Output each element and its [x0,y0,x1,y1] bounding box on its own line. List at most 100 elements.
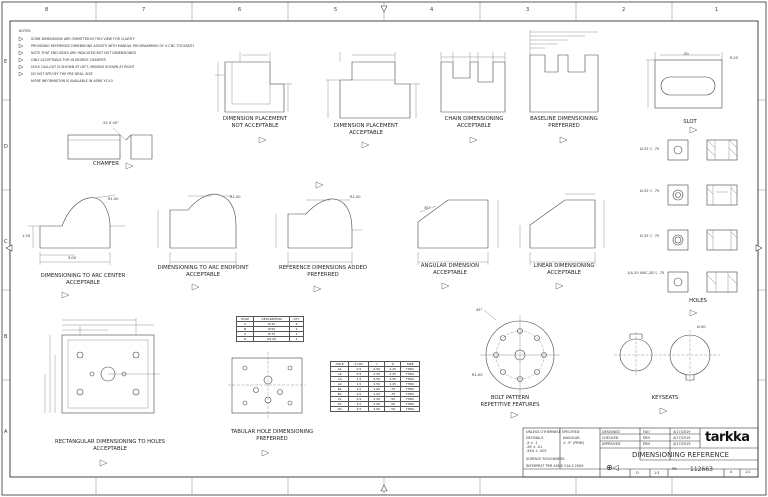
caption-slot: SLOT [683,119,697,125]
tb-designed: DESIGNED [602,430,620,434]
dim-arc-r2: R1.00 [230,195,241,199]
dim-slot-width: .50 [683,52,689,56]
tb-designed-by: FAO [643,430,650,434]
dim-keyseat: Ø.50 [697,325,706,329]
tb-approved: APPROVED [602,442,621,446]
zone-number-5: 5 [334,7,338,13]
note-item-4: ONLY ACCEPTABLE FOR IN DEGREE CHAMFER [31,58,106,62]
placement-good-part [326,52,420,119]
dim-length: 3.00 [68,256,77,260]
tb-approved-by: ERH [643,442,651,446]
angular-part [417,199,499,265]
dim-bolt-radius: R1.00 [472,373,483,377]
tabular-plate [228,352,306,418]
zone-number-2: 2 [622,7,626,13]
tb-interpret: INTERPRET PER ASME Y14.5 2009 [526,464,584,468]
caption-flags [61,126,698,467]
tb-approved-date: 4/17/2019 [673,442,691,446]
dim-angle: 30° [424,206,431,210]
dim-bolt-angle: 45° [476,308,483,312]
note-item-3: NOTE THAT END-SIDES ARE INDICATED BUT NO… [31,51,136,55]
tb-checked-date: 4/17/2019 [673,436,691,440]
tarkka-logo: tarkka [705,430,750,445]
zone-letter-e: E [4,59,8,65]
caption-holes: HOLES [689,298,707,304]
dim-hole-1: Ø.25 ▽ .75 [640,147,660,151]
rect-holes-plate [44,318,160,414]
dim-hole-3: Ø.25 ▽ .75 [640,234,660,238]
tb-checked-by: ERH [643,436,651,440]
slot-part [646,52,723,109]
tb-angular-val: ± .5° (PRIM) [563,441,584,445]
tb-decimals-2: .XX ± .01 [526,445,543,449]
baseline-part [529,30,599,113]
tb-rev: A [730,470,733,474]
dim-chamfer: .25 X 45° [102,121,119,125]
note-item-5: HOLE CALLOUT IS SHOWN AT LEFT, MISSING S… [31,65,135,69]
tb-part-number: 112663 [690,466,713,473]
tb-unless: UNLESS OTHERWISE SPECIFIED: [526,430,581,434]
zone-number-3: 3 [526,7,530,13]
tb-decimals-3: .XXX ± .005 [526,449,547,453]
arc-endpoint-part [157,193,237,265]
projection-icon: ⊕◁ [606,463,619,472]
note-item-7: MORE INFORMATION IS AVAILABLE IN ASME Y1… [31,79,114,83]
zone-letter-a: A [4,429,8,435]
caption-keyseats: KEYSEATS [651,395,679,401]
dim-hole-4: 1/4-20 UNC-2B ▽ .75 [627,271,665,275]
hole-views [667,139,738,293]
note-item-2: PROVIDING REFERENCE DIMENSIONS ASSISTS W… [31,44,194,48]
note-flags [18,36,24,77]
tb-decimals-label: DECIMALS [526,436,544,440]
note-item-6: DO NOT SPECIFY THE PRE DRILL SIZE [31,72,93,76]
chain-part [440,52,506,113]
dim-arc-r3: R1.00 [350,195,361,199]
keyseats [614,330,720,382]
tb-size: D [636,471,639,475]
linear-part [519,193,605,265]
tb-scale: 1:3 [654,471,660,475]
dim-hole-2: Ø.25 ▽ .75 [640,189,660,193]
title-block-lines [522,427,759,478]
zone-letter-b: B [4,334,8,340]
dim-height: 1.50 [22,234,31,238]
chamfer-part [67,127,153,160]
zone-letter-c: C [4,239,8,245]
dim-slot-radius: R.25 [730,56,739,60]
zone-letter-d: D [4,144,8,150]
zone-number-7: 7 [142,7,146,13]
tb-surface: SURFACE ROUGHNESS: [526,457,566,461]
reference-part [275,198,362,265]
tb-angular-label: ANGULAR [563,436,580,440]
dim-arc-r1: R1.00 [108,197,119,201]
tb-sheet: 1/1 [745,470,751,474]
tb-pn-label: PN [672,467,677,471]
zone-number-8: 8 [45,7,49,13]
arc-center-part [28,194,125,265]
zone-number-6: 6 [238,7,242,13]
bolt-pattern [480,309,560,395]
zone-number-1: 1 [715,7,719,13]
tb-designed-date: 4/17/2019 [673,430,691,434]
centering-marks [5,5,763,492]
note-item-1: SOME DIMENSIONS ARE OMMITTED IN THIS VIE… [31,37,135,41]
drawing-title: DIMENSIONING REFERENCE [632,451,729,459]
